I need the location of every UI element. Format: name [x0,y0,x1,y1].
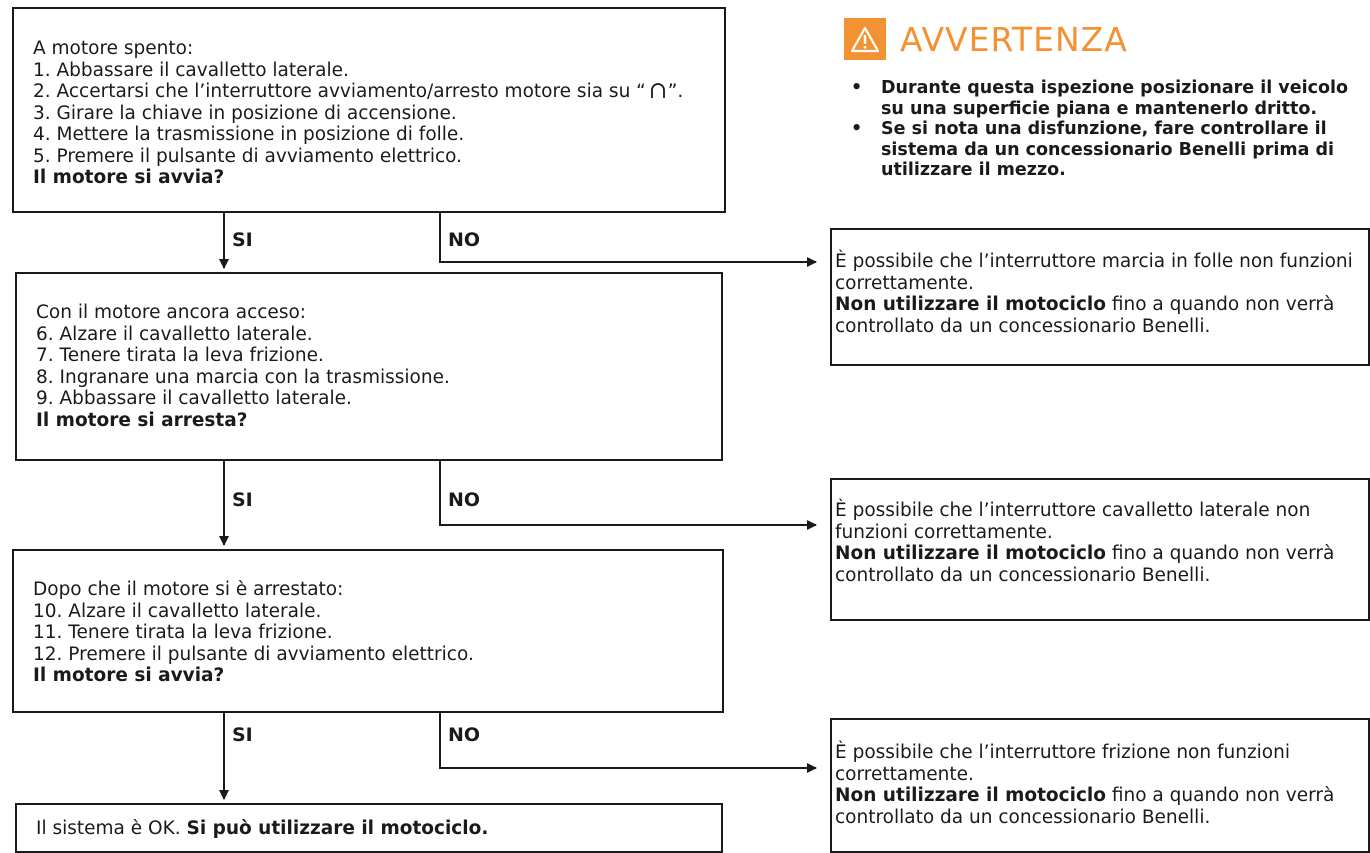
yes-label: SI [232,229,253,251]
step-question: Il motore si avvia? [33,167,225,188]
step-line: Dopo che il motore si è arrestato: [33,579,344,600]
response-box-clutch-switch: È possibile che l’interruttore frizione … [830,718,1370,853]
step-line: 4. Mettere la trasmissione in posizione … [33,124,465,145]
step-line: 3. Girare la chiave in posizione di acce… [33,102,457,124]
step-box-engine-stopped: Dopo che il motore si è arrestato: 10. A… [12,549,724,713]
step-line: 5. Premere il pulsante di avviamento ele… [33,145,463,167]
result-box-system-ok: Il sistema è OK. Si può utilizzare il mo… [15,803,723,853]
warning-list: •Durante questa ispezione posizionare il… [848,78,1368,181]
response-warning: Non utilizzare il motociclo fino a quand… [835,785,1335,828]
step-line: A motore spento: [33,38,194,59]
no-arrow-1 [439,213,817,267]
warning-item: •Se si nota una disfunzione, fare contro… [851,119,1335,180]
yes-label: SI [232,489,253,511]
step-line: 2. Accertarsi che l’interruttore avviame… [33,81,684,102]
response-text: È possibile che l’interruttore marcia in… [835,251,1353,294]
step-line: 9. Abbassare il cavalletto laterale. [36,388,352,409]
response-box-sidestand-switch: È possibile che l’interruttore cavallett… [830,478,1370,621]
no-arrow-2 [439,461,817,530]
response-text: È possibile che l’interruttore frizione … [835,742,1290,785]
no-label: NO [448,489,481,511]
no-label: NO [448,229,481,251]
step-line: 1. Abbassare il cavalletto laterale. [33,59,349,81]
step-question: Il motore si avvia? [33,665,225,686]
response-text: È possibile che l’interruttore cavallett… [835,500,1311,543]
step-line: Con il motore ancora acceso: [36,302,307,323]
step-question: Il motore si arresta? [36,409,248,431]
response-warning: Non utilizzare il motociclo fino a quand… [835,543,1335,586]
step-box-engine-on: Con il motore ancora acceso: 6. Alzare i… [15,272,723,461]
response-box-neutral-switch: È possibile che l’interruttore marcia in… [830,228,1370,366]
step-line: 6. Alzare il cavalletto laterale. [36,323,313,345]
engine-run-symbol-icon [650,83,665,98]
step-line: 10. Alzare il cavalletto laterale. [33,600,322,622]
warning-item: •Durante questa ispezione posizionare il… [851,78,1348,119]
step-line: 11. Tenere tirata la leva frizione. [33,622,333,643]
no-arrow-3 [439,713,817,773]
result-line: Il sistema è OK. Si può utilizzare il mo… [36,818,489,839]
warning-title: AVVERTENZA [900,19,1128,59]
step-line: 8. Ingranare una marcia con la trasmissi… [36,366,450,388]
step-line: 12. Premere il pulsante di avviamento el… [33,643,474,665]
response-warning: Non utilizzare il motociclo fino a quand… [835,294,1335,337]
step-line: 7. Tenere tirata la leva frizione. [36,345,324,366]
warning-header: AVVERTENZA [844,18,1128,60]
step-box-engine-off: A motore spento: 1. Abbassare il cavalle… [12,7,726,213]
no-label: NO [448,724,481,746]
warning-triangle-icon [844,18,886,60]
yes-label: SI [232,724,253,746]
